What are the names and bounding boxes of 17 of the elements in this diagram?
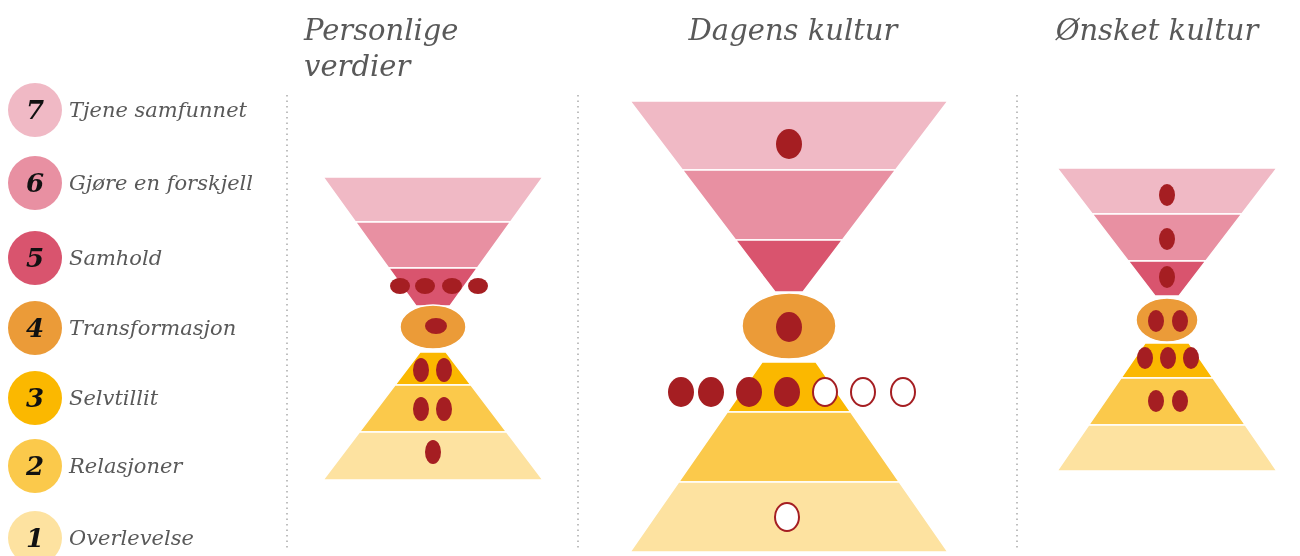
level-number: 5 [24, 243, 46, 273]
level-number: 7 [24, 95, 46, 125]
legend-label: Overlevelse [69, 525, 194, 551]
legend-label: Transformasjon [69, 315, 237, 341]
level-number: 2 [24, 451, 46, 481]
level-number: 6 [24, 168, 46, 198]
legend-label: Gjøre en forskjell [69, 170, 254, 196]
legend-label: Tjene samfunnet [69, 97, 247, 123]
column-title: Dagens kultur [688, 12, 898, 48]
legend-label: Samhold [69, 245, 163, 271]
level-number: 3 [24, 383, 46, 413]
column-title: Personlige verdier [304, 12, 460, 84]
level-number: 1 [24, 523, 46, 553]
legend-label: Selvtillit [69, 385, 159, 411]
legend-label: Relasjoner [69, 453, 183, 479]
level-number: 4 [24, 313, 46, 343]
column-title: Ønsket kultur [1055, 12, 1259, 48]
